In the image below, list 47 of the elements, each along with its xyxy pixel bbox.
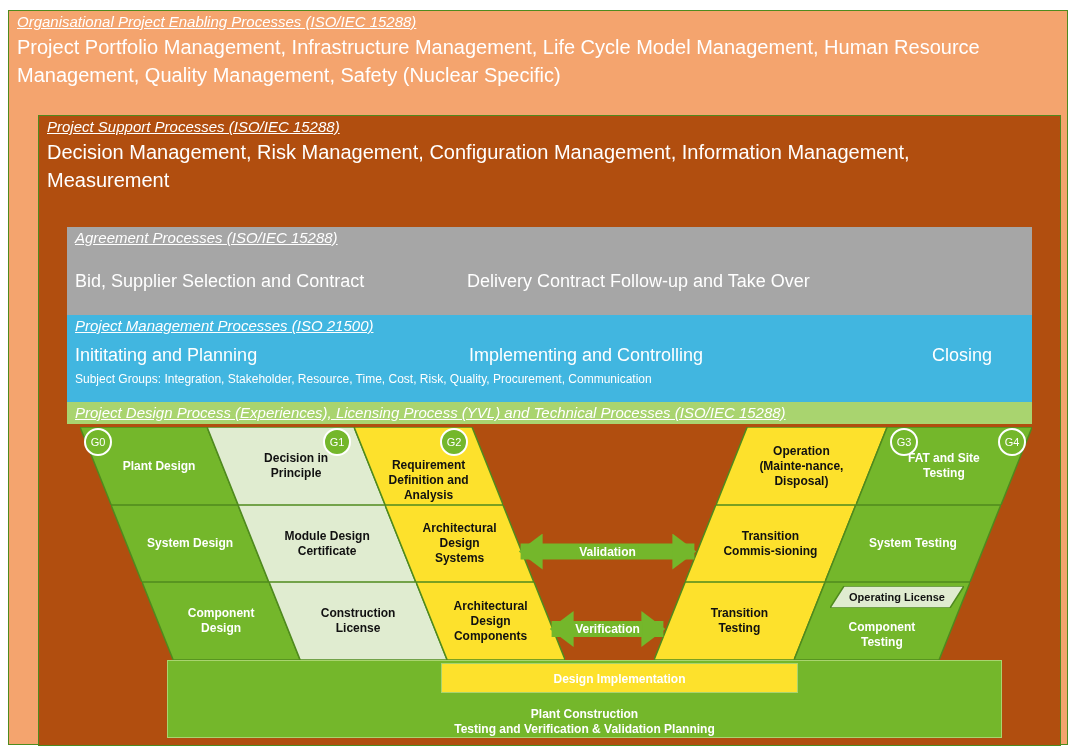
double-arrow xyxy=(518,533,697,570)
cell-text: System Testing xyxy=(869,536,957,551)
band-text: Delivery Contract Follow-up and Take Over xyxy=(467,270,810,293)
process-cell xyxy=(238,505,416,582)
band-text: Implementing and Controlling xyxy=(469,344,704,367)
process-cell xyxy=(793,582,970,660)
band-text: Bid, Supplier Selection and Contract xyxy=(75,270,365,293)
band-text: Closing xyxy=(932,344,993,367)
band-text: Project Portfolio Management, Infrastructure Management, Life Cycle Model Management, Human Resource Management, Quality Management, Safety (Nuclear Specific) xyxy=(17,35,981,88)
band-title: Project Management Processes (ISO 21500) xyxy=(75,317,374,334)
process-cell xyxy=(830,586,964,608)
process-band xyxy=(8,10,1068,745)
box-text: Design Implementation xyxy=(552,672,687,687)
band-text: Subject Groups: Integration, Stakeholder, Resource, Time, Cost, Risk, Quality, Procurement, Communication xyxy=(75,371,652,387)
process-band xyxy=(38,115,1061,746)
process-cell xyxy=(685,505,856,582)
process-cell xyxy=(825,505,1001,582)
box-text: Plant Construction Testing and Verification & Validation Planning xyxy=(453,707,716,737)
edge-label: Verification xyxy=(572,622,643,636)
cell-text: Architectural Design Components xyxy=(452,598,529,644)
cell-text: Component Design xyxy=(186,606,256,636)
cell-text: Requirement Definition and Analysis xyxy=(387,457,470,503)
band-text: Inititating and Planning xyxy=(75,344,258,367)
double-arrow xyxy=(549,611,666,647)
band-title: Project Support Processes (ISO/IEC 15288) xyxy=(47,118,340,135)
cell-text: Plant Design xyxy=(122,458,196,474)
band-title: Organisational Project Enabling Processes (ISO/IEC 15288) xyxy=(17,13,417,30)
cell-text: Architectural Design Systems xyxy=(421,521,498,566)
cell-text: Component Testing xyxy=(847,620,917,650)
band-text: Decision Management, Risk Management, Configuration Management, Information Management, Measurement xyxy=(47,140,911,193)
process-band xyxy=(67,402,1032,424)
cell-text: Module Design Certificate xyxy=(283,528,371,559)
cell-text: System Design xyxy=(147,536,234,551)
band-title: Agreement Processes (ISO/IEC 15288) xyxy=(75,229,338,246)
cell-text: Construction License xyxy=(319,606,397,636)
process-cell xyxy=(855,427,1032,505)
cell-text: Transition Testing xyxy=(709,606,770,636)
process-cell xyxy=(111,505,269,582)
process-band xyxy=(67,315,1032,402)
process-box xyxy=(441,663,798,693)
cell-text: Transition Commis-sioning xyxy=(722,528,819,559)
process-band xyxy=(67,227,1032,315)
cell-text: Operation (Mainte-nance, Disposal) xyxy=(758,443,845,489)
process-cell xyxy=(385,505,534,582)
band-title: Project Design Process (Experiences), Licensing Process (YVL) and Technical Processes (ISO/IEC 15288) xyxy=(75,404,786,421)
process-cell xyxy=(354,427,504,505)
cell-text: Operating License xyxy=(849,589,945,605)
